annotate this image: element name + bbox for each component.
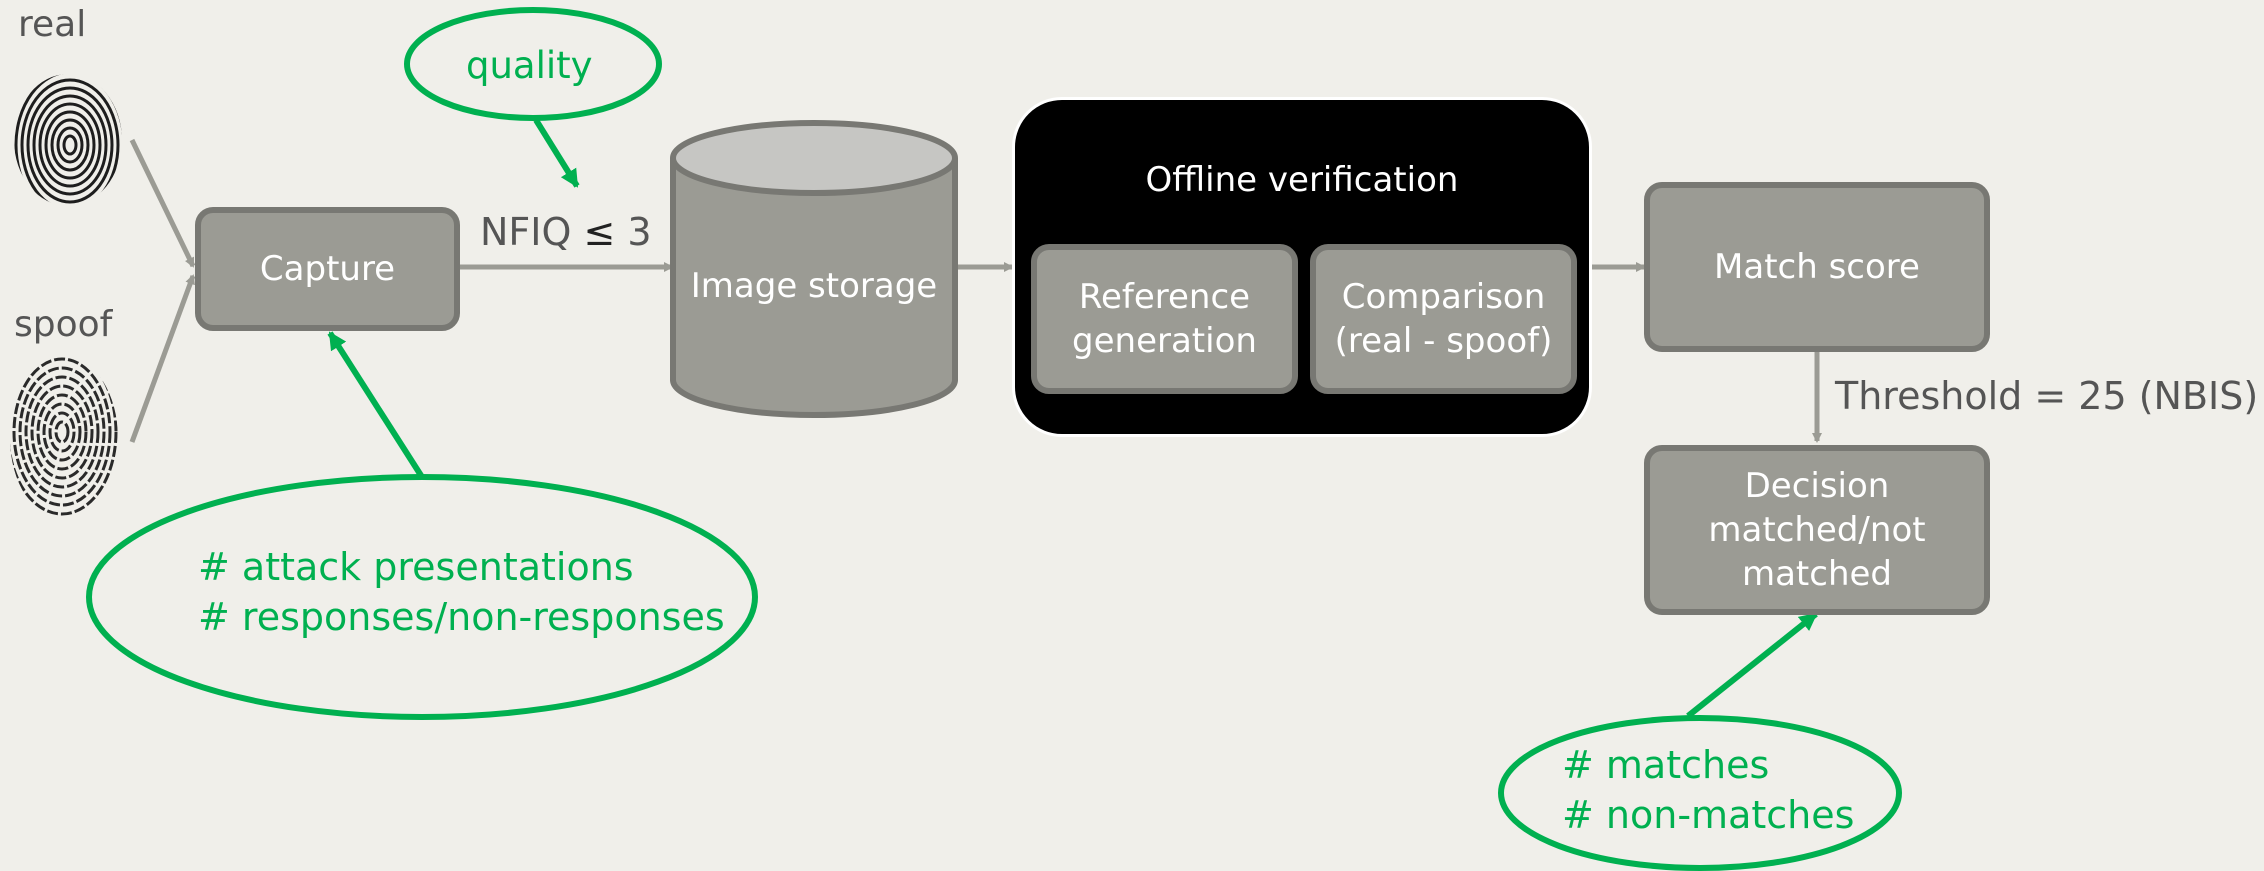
- quality-annotation-arrow: [533, 118, 580, 188]
- nfiq-edge-label: NFIQ ≤ 3: [480, 210, 652, 254]
- decision-node: Decision matched/not matched: [1644, 445, 1990, 615]
- quality-annotation-text: quality: [466, 44, 593, 87]
- reference-generation-node: Reference generation: [1031, 244, 1298, 394]
- edge-real-to-capture: [129, 138, 196, 268]
- nfiq-label-suffix: 3: [615, 210, 652, 254]
- comparison-label: Comparison (real - spoof): [1334, 276, 1553, 361]
- non-matches-text: # non-matches: [1562, 793, 1855, 837]
- image-storage-label: Image storage: [690, 266, 938, 306]
- match-score-node: Match score: [1644, 182, 1990, 352]
- capture-label: Capture: [259, 248, 396, 289]
- real-label: real: [18, 4, 87, 45]
- comparison-node: Comparison (real - spoof): [1310, 244, 1577, 394]
- real-fingerprint-icon: [14, 74, 122, 206]
- edge-spoof-to-capture: [129, 274, 196, 443]
- reference-generation-label: Reference generation: [1072, 276, 1257, 361]
- threshold-label: Threshold = 25 (NBIS): [1835, 374, 2259, 418]
- attack-annotation-arrow: [327, 331, 425, 479]
- spoof-label: spoof: [14, 304, 113, 345]
- matches-annotation-arrow: [1686, 611, 1818, 719]
- capture-node: Capture: [195, 207, 460, 331]
- responses-text: # responses/non-responses: [198, 595, 725, 639]
- matches-text: # matches: [1562, 743, 1770, 787]
- attack-presentations-text: # attack presentations: [198, 545, 634, 589]
- nfiq-symbol: ≤: [583, 210, 616, 254]
- match-score-label: Match score: [1714, 246, 1920, 287]
- quality-annotation-ellipse: [404, 7, 662, 121]
- decision-label: Decision matched/not matched: [1708, 465, 1926, 595]
- matches-annotation-ellipse: [1498, 715, 1902, 871]
- image-storage-cylinder: [670, 120, 958, 418]
- offline-verification-title: Offline verification: [1145, 160, 1459, 200]
- nfiq-label-prefix: NFIQ: [480, 210, 584, 254]
- spoof-fingerprint-icon: [10, 356, 118, 520]
